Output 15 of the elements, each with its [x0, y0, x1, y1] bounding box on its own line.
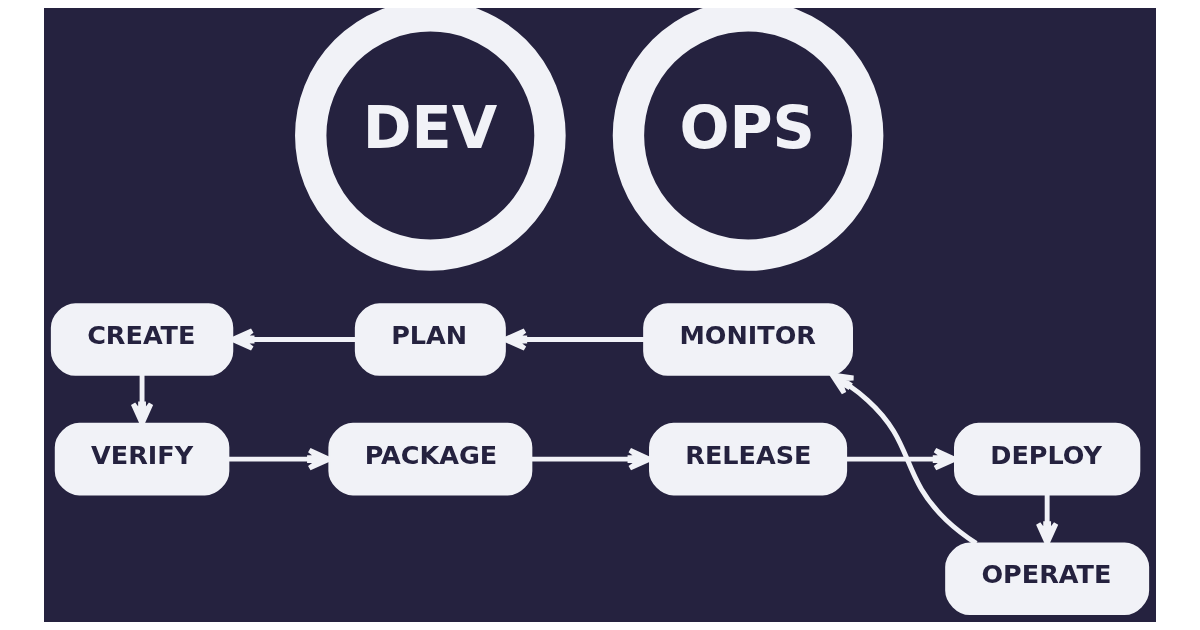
node-box: OPERATE — [945, 542, 1150, 616]
arrow — [228, 447, 332, 471]
node-box: PACKAGE — [328, 422, 533, 496]
node-box: PLAN — [354, 303, 506, 376]
node-box: MONITOR — [643, 303, 853, 376]
node-box: CREATE — [50, 303, 234, 376]
arrow — [502, 328, 644, 351]
node-circle: DEV — [295, 8, 566, 271]
node-circle: OPS — [612, 8, 884, 271]
arrow — [829, 372, 978, 546]
arrow — [1035, 494, 1059, 546]
arrow — [531, 447, 653, 471]
node-box: DEPLOY — [954, 422, 1141, 496]
node-box: VERIFY — [54, 422, 230, 496]
node-box: RELEASE — [649, 422, 848, 496]
